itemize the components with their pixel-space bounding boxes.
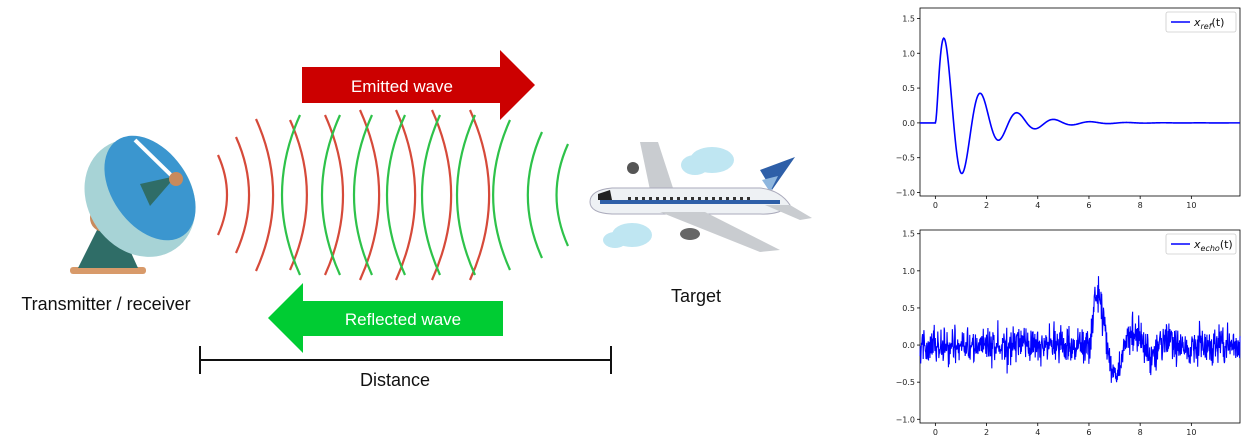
- emitted-wavefront: [323, 114, 345, 276]
- reflected-wavefront: [526, 131, 544, 259]
- x-tick-label: 10: [1186, 428, 1196, 437]
- plot-frame: [919, 229, 1241, 424]
- x-tick-label: 8: [1138, 428, 1143, 437]
- y-tick-label: 1.0: [902, 267, 915, 276]
- reflected-wavefront: [555, 143, 570, 247]
- wave-fronts: [216, 109, 570, 281]
- x-tick-label: 8: [1138, 201, 1143, 210]
- emitted-wavefront: [234, 136, 251, 254]
- emitted-wavefront: [288, 119, 308, 271]
- radar-dish-icon: [70, 135, 196, 274]
- x-tick-label: 4: [1035, 428, 1040, 437]
- reflected-wave-label: Reflected wave: [345, 310, 461, 329]
- x-tick-label: 4: [1035, 201, 1040, 210]
- distance-marker: [199, 346, 612, 374]
- emitted-arrow-shape: [302, 50, 535, 120]
- legend: xref(t): [1165, 11, 1237, 33]
- y-tick-label: −1.0: [896, 415, 915, 424]
- signal-line: [919, 276, 1241, 383]
- reflected-wavefront: [385, 114, 407, 276]
- reflected-arrow-shape: [268, 283, 503, 353]
- reflected-wavefront: [492, 119, 512, 271]
- x-tick-label: 2: [984, 428, 989, 437]
- x-tick-label: 10: [1186, 201, 1196, 210]
- distance-label: Distance: [360, 370, 430, 390]
- x-tick-label: 6: [1086, 428, 1091, 437]
- radar-diagram: Emitted wave Reflected wave Transmitter …: [21, 50, 812, 390]
- y-tick-label: −0.5: [896, 154, 915, 163]
- plot-frame: [919, 7, 1241, 197]
- x-tick-label: 2: [984, 201, 989, 210]
- reflected-wavefront: [352, 114, 374, 276]
- reflected-wavefront: [280, 114, 302, 276]
- signal-line: [920, 37, 1241, 175]
- emitted-wavefront: [216, 154, 229, 236]
- reflected-wavefront: [420, 114, 442, 276]
- x-tick-label: 0: [933, 428, 938, 437]
- y-tick-label: 0.5: [902, 304, 915, 313]
- y-tick-label: −0.5: [896, 378, 915, 387]
- x-tick-label: 6: [1086, 201, 1091, 210]
- reflected-wavefront: [455, 114, 477, 276]
- reflected-wave-arrow: Reflected wave: [268, 283, 503, 353]
- emitted-wavefront: [468, 109, 491, 281]
- y-tick-label: 1.5: [902, 14, 915, 23]
- legend-label: xecho(t): [1193, 238, 1233, 253]
- reference-signal-chart: 0 2 4 6 8 10 −1.0 −0.5 0.0 0.5 1.0 1.5 xref(t): [896, 7, 1241, 210]
- emitted-wavefront: [394, 109, 417, 281]
- echo-signal-chart: 0 2 4 6 8 10 −1.0 −0.5 0.0 0.5 1.0 1.5 xecho(t): [896, 229, 1241, 437]
- transmitter-label: Transmitter / receiver: [21, 294, 190, 314]
- x-tick-label: 0: [933, 201, 938, 210]
- y-tick-label: 1.0: [902, 49, 915, 58]
- emitted-wavefront: [430, 109, 453, 281]
- y-tick-label: 0.0: [902, 341, 915, 350]
- y-tick-label: 0.5: [902, 84, 915, 93]
- y-tick-label: −1.0: [896, 189, 915, 198]
- emitted-wave-arrow: Emitted wave: [302, 50, 535, 120]
- legend: xecho(t): [1165, 233, 1237, 255]
- y-tick-label: 1.5: [902, 230, 915, 239]
- y-tick-label: 0.0: [902, 119, 915, 128]
- emitted-wavefront: [254, 118, 275, 272]
- emitted-wave-label: Emitted wave: [351, 77, 453, 96]
- emitted-wavefront: [358, 109, 381, 281]
- reflected-wavefront: [320, 114, 342, 276]
- target-label: Target: [671, 286, 721, 306]
- airplane-icon: [589, 142, 812, 252]
- legend-label: xref(t): [1193, 16, 1224, 31]
